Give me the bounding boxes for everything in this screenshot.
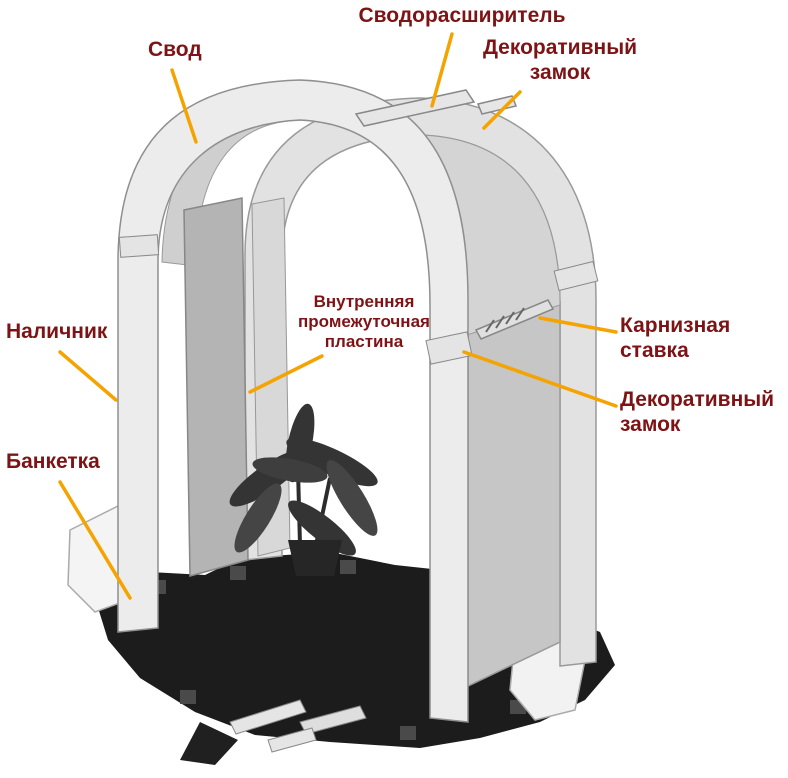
leader-line-svod	[170, 68, 198, 144]
label-vnutrennyaya-plastina: Внутренняя промежуточная пластина	[298, 292, 430, 352]
front-arch-frame	[117, 79, 469, 723]
label-svodorasshiritel: Сводорасширитель	[358, 4, 566, 27]
inner-plate-board	[183, 197, 249, 577]
floor-texture	[150, 560, 561, 740]
arch-extender-part	[354, 89, 476, 127]
label-nalichnik: Наличник	[6, 320, 108, 343]
leader-line-nalichnik	[58, 350, 118, 402]
plant	[229, 403, 378, 576]
label-svod: Свод	[148, 38, 202, 61]
connector-block-back-right	[553, 260, 599, 292]
leader-line-zamok-right	[462, 350, 618, 408]
label-dekorativny-zamok-top: Декоративный замок	[482, 36, 638, 84]
leader-line-plastina	[248, 354, 324, 394]
connector-block-left	[118, 234, 160, 258]
debris	[180, 699, 367, 765]
leader-line-svodorasshiritel	[430, 32, 454, 108]
label-dekorativny-zamok-right: Декоративный замок	[620, 388, 775, 436]
leader-line-banketka	[58, 480, 132, 600]
label-banketka: Банкетка	[6, 450, 100, 473]
decorative-lock-right-part	[425, 331, 473, 365]
leader-line-zamok-top	[482, 90, 522, 130]
label-karniznaya-stavka: Карнизная ставка	[620, 314, 731, 362]
plant-pot	[288, 540, 342, 576]
leader-line-karniznaya	[538, 316, 618, 334]
leader-lines	[58, 32, 618, 600]
decorative-lock-top-part	[476, 95, 518, 115]
cornice-insert-part	[474, 299, 555, 340]
